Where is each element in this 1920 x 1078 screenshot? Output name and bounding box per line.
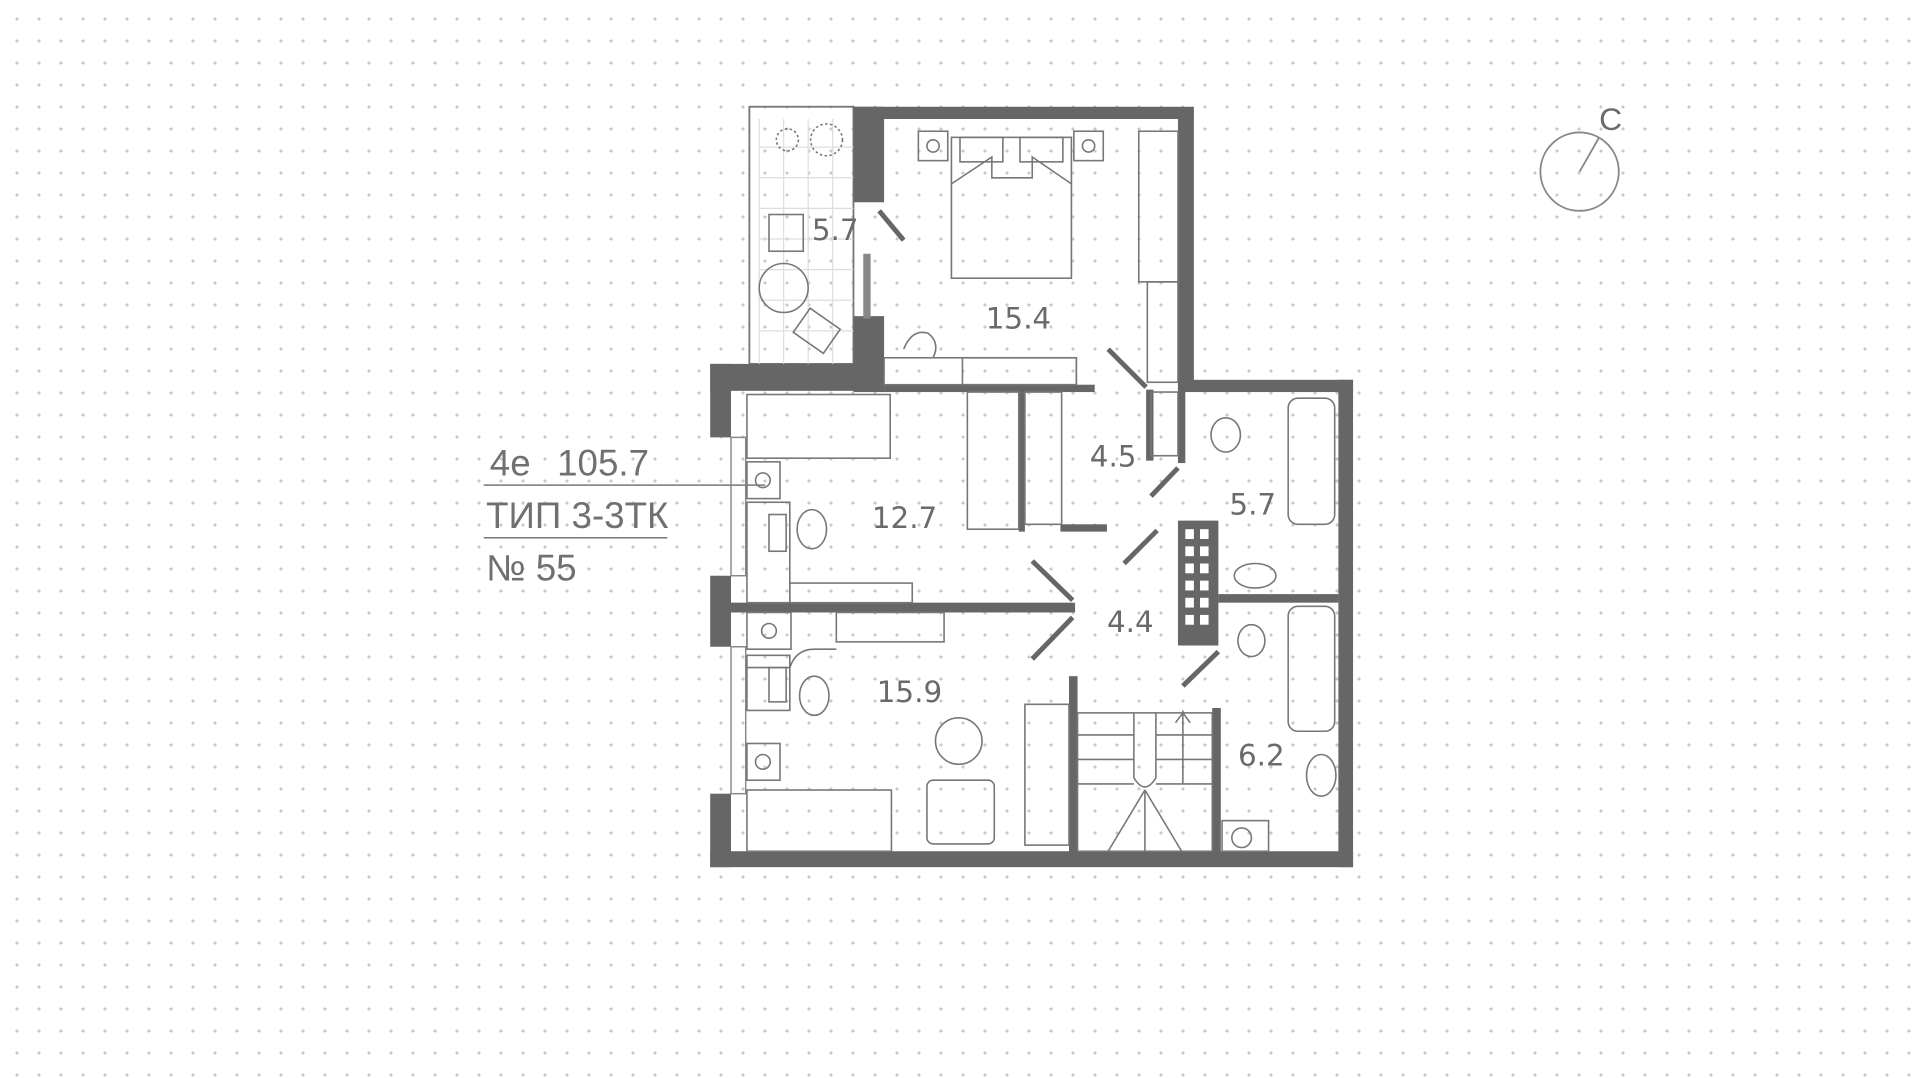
room-area-corridor-upper: 4.5 xyxy=(1090,440,1137,474)
total-area: 105.7 xyxy=(557,442,649,483)
room-area-bathroom-upper: 5.7 xyxy=(1229,488,1276,522)
desk-icon xyxy=(746,654,791,712)
room-area-master-bedroom: 15.4 xyxy=(986,301,1051,335)
room-area-bedroom-middle: 12.7 xyxy=(872,501,937,535)
compass-north-label: С xyxy=(1599,101,1622,137)
room-area-bathroom-lower: 6.2 xyxy=(1238,739,1285,773)
toilet-icon xyxy=(1210,416,1242,453)
single-bed-icon xyxy=(746,393,891,459)
doors xyxy=(863,209,1221,688)
room-area-corridor-lower: 4.4 xyxy=(1107,605,1154,639)
sink-icon xyxy=(1233,562,1277,589)
room-areas: 5.7 15.4 4.5 5.7 12.7 4.4 15.9 6.2 xyxy=(812,213,1285,772)
floor-label: 4е xyxy=(490,442,531,483)
plant-icon xyxy=(775,128,800,152)
wardrobe-icon xyxy=(966,391,1020,530)
sink-icon xyxy=(1305,753,1337,797)
staircase-icon xyxy=(1076,710,1214,853)
table-icon xyxy=(758,262,809,314)
bathtub-icon xyxy=(1287,397,1336,526)
room-area-bedroom-lower: 15.9 xyxy=(877,675,942,709)
double-bed-icon xyxy=(950,136,1073,279)
compass-icon: С xyxy=(1539,101,1622,212)
desk-icon xyxy=(746,501,791,604)
tv-stand-icon xyxy=(961,356,1078,386)
room-area-balcony: 5.7 xyxy=(812,213,859,247)
toilet-icon xyxy=(1237,623,1266,658)
bathtub-icon xyxy=(1287,605,1336,733)
type-label: ТИП 3-3ТК xyxy=(486,495,669,536)
rug-icon xyxy=(934,716,983,766)
chair-icon xyxy=(768,213,805,253)
washing-machine-icon xyxy=(1221,819,1270,853)
apartment-info: 4е 105.7 ТИП 3-3ТК № 55 xyxy=(483,442,766,589)
furniture xyxy=(746,130,1337,853)
lounger-icon xyxy=(792,307,842,355)
walls xyxy=(710,106,1354,868)
wardrobe-icon xyxy=(1024,703,1070,846)
single-bed-icon xyxy=(746,789,893,853)
wardrobe-icon xyxy=(1137,130,1179,283)
armchair-icon xyxy=(926,779,996,845)
plant-icon xyxy=(809,123,844,157)
number-label: № 55 xyxy=(486,548,576,589)
